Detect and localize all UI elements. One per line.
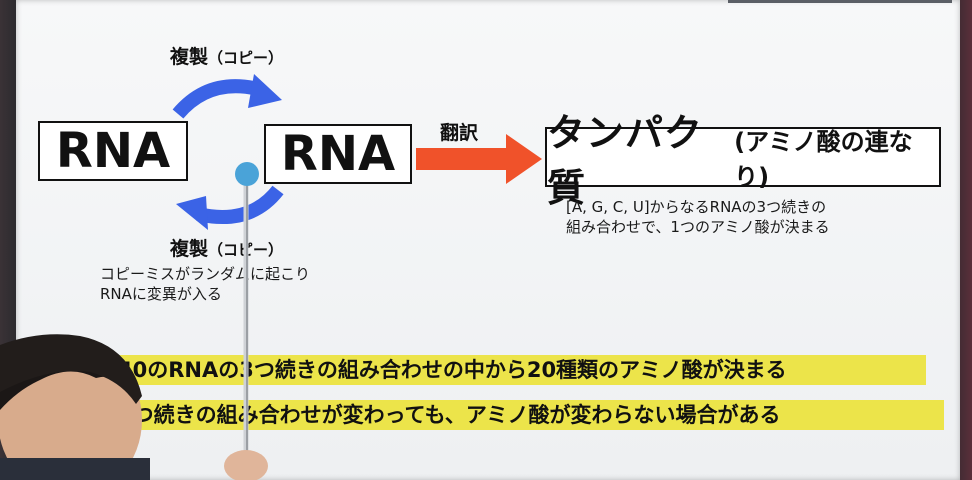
copy-bottom-main: 複製 [170,238,209,260]
mutation-note-line1: コピーミスがランダムに起こり [100,265,311,283]
codon-note-line2: 組み合わせで、1つのアミノ酸が決まる [566,218,830,236]
copy-bottom-paren: （コピー） [208,241,284,259]
copy-label-bottom: 複製（コピー） [170,234,283,261]
highlight-line-1: 40のRNAの3つ続きの組み合わせの中から20種類のアミノ酸が決まる [112,355,926,385]
codon-note-line1: [A, G, C, U]からなるRNAの3つ続きの [566,198,827,216]
top-trim [728,0,952,3]
highlight-line-2: 3つ続きの組み合わせが変わっても、アミノ酸が変わらない場合がある [112,400,944,430]
protein-paren-label: (アミノ酸の連なり) [734,128,913,191]
rna-box-right: RNA [264,124,412,184]
mutation-note-line2: RNAに変異が入る [100,285,222,303]
copy-top-paren: （コピー） [208,49,284,67]
mutation-note: コピーミスがランダムに起こり RNAに変異が入る [100,264,310,304]
protein-main-label: タンパク質 [547,111,704,210]
protein-box: タンパク質 (アミノ酸の連なり) [545,111,941,210]
rna-left-label: RNA [55,123,171,179]
translation-arrow [416,134,542,184]
copy-label-top: 複製（コピー） [170,42,283,69]
rna-box-left: RNA [38,121,188,181]
rna-right-label: RNA [280,126,396,182]
translation-label: 翻訳 [440,122,479,144]
copy-cycle-top-arrow [172,74,282,119]
copy-top-main: 複製 [170,46,209,68]
copy-cycle-bottom-arrow [176,185,284,230]
codon-note: [A, G, C, U]からなるRNAの3つ続きの 組み合わせで、1つのアミノ酸… [566,197,830,237]
